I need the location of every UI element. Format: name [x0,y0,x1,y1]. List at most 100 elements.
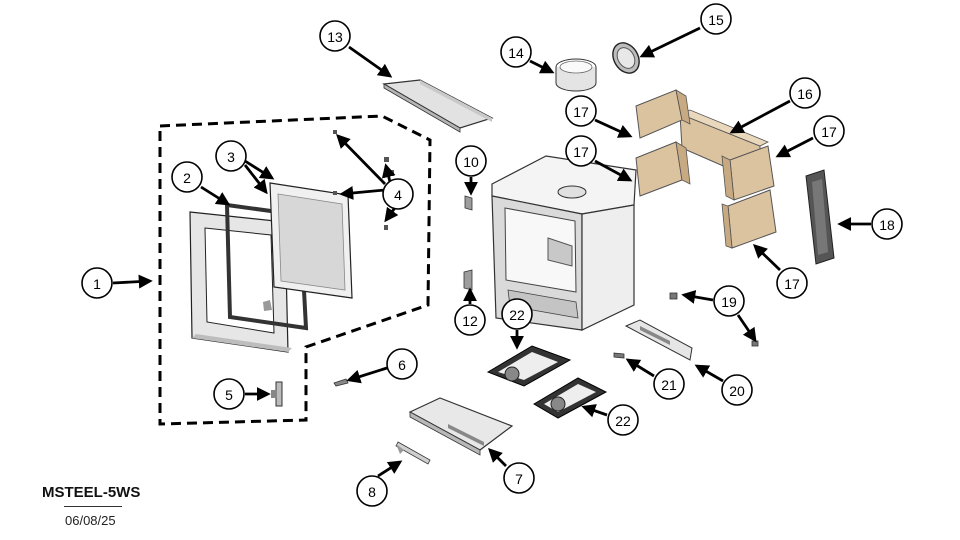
callout-arrow-13 [348,45,393,78]
callout-circle [776,267,808,299]
callout-arrow-3 [244,159,275,180]
callout-circle [871,208,903,240]
callout-number: 4 [394,187,402,203]
firebrick-upper-left-part [635,89,691,139]
callout-circle [607,404,639,436]
callout-number: 18 [879,217,895,233]
callout-4: 4 [382,178,414,210]
firebrick-upper-right-part [721,145,775,201]
callout-circle [213,378,245,410]
callout-number: 12 [462,313,478,329]
callout-5: 5 [213,378,245,410]
firebrick-lower-right-part [721,189,777,249]
callout-2: 2 [171,161,203,193]
callout-circle [81,267,113,299]
callout-7: 7 [503,462,535,494]
firebrick-lower-left-part [635,141,691,197]
callout-circle [500,36,532,68]
callout-arrow-4 [381,163,396,183]
callout-12: 12 [454,304,486,336]
callout-circle [455,145,487,177]
callout-arrow-15 [639,26,701,58]
callout-number: 17 [573,144,589,160]
callout-number: 7 [515,471,523,487]
callout-number: 10 [463,154,479,170]
callout-circle [501,298,533,330]
callout-arrow-17 [775,136,814,158]
callout-arrow-19 [681,290,714,304]
glass-panel-part [269,182,353,299]
callout-16: 16 [789,77,821,109]
callout-number: 20 [729,383,745,399]
ash-grate-upper-part [486,345,572,387]
callout-number: 21 [661,377,677,393]
callout-circle [171,161,203,193]
callout-15: 15 [700,3,732,35]
screw-part [333,378,349,387]
callout-number: 14 [508,45,524,61]
callout-circle [789,77,821,109]
callout-arrow-7 [488,448,507,467]
callout-8: 8 [356,475,388,507]
callout-arrow-14 [529,59,555,74]
callout-arrow-16 [729,99,791,134]
callout-20: 20 [721,374,753,406]
callout-arrow-17 [594,159,633,182]
callout-arrow-1 [112,274,153,289]
callout-number: 17 [573,104,589,120]
callout-circle [721,374,753,406]
callout-arrow-8 [377,460,403,478]
riddling-tool-part [395,441,431,465]
bracket-12-part [463,269,473,291]
callout-number: 3 [227,149,235,165]
callout-number: 1 [93,276,101,292]
callout-circle [503,462,535,494]
callout-number: 8 [368,484,376,500]
stove-body-part [491,155,637,331]
callout-circle [356,475,388,507]
callout-circle [319,20,351,52]
callout-number: 2 [183,170,191,186]
callout-arrow-21 [625,358,655,378]
callout-number: 17 [784,276,800,292]
callout-arrow-22 [581,404,608,418]
callout-arrow-4 [339,185,386,200]
callout-circle [565,95,597,127]
callout-number: 19 [721,294,737,310]
callout-22: 22 [501,298,533,330]
door-latch-part [271,381,283,407]
air-slide-part [624,319,693,361]
bracket-10-part [464,195,473,211]
callout-13: 13 [319,20,351,52]
callout-arrow-19 [736,314,757,343]
callout-arrow-17 [752,244,781,272]
callout-22: 22 [607,404,639,436]
model-code-label: MSTEEL-5WS [42,484,141,501]
callout-arrow-4 [336,133,387,185]
callout-number: 17 [821,124,837,140]
flue-collar-part [555,58,597,92]
callout-circle [813,115,845,147]
callout-3: 3 [215,140,247,172]
callout-10: 10 [455,145,487,177]
baffle-plate-part [382,79,494,133]
callout-number: 6 [398,357,406,373]
callout-arrow-3 [243,164,268,195]
callout-arrow-17 [594,118,633,138]
callout-18: 18 [871,208,903,240]
callout-17: 17 [813,115,845,147]
callout-21: 21 [653,368,685,400]
callout-circle [382,178,414,210]
callout-6: 6 [386,348,418,380]
callout-number: 16 [797,86,813,102]
ash-pan-part [408,397,514,456]
callout-number: 5 [225,387,233,403]
callout-arrows [112,26,871,478]
ash-grate-lower-part [533,377,608,419]
callout-circle [215,140,247,172]
bolt-21-part [613,352,625,359]
callout-14: 14 [500,36,532,68]
callout-17: 17 [776,267,808,299]
callout-17: 17 [565,95,597,127]
callout-number: 15 [708,12,724,28]
